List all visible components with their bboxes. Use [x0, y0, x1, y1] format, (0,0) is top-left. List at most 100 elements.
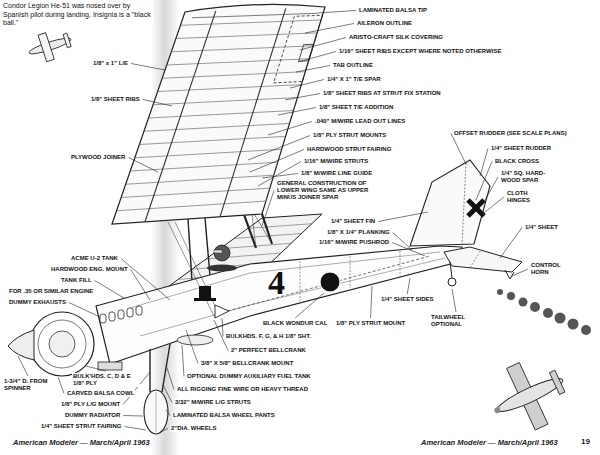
cowl-front: [49, 331, 75, 357]
callout-label: 1/4" X 1" T/E SPAR: [326, 76, 382, 83]
callout-label: TAILWHEEL OPTIONAL: [430, 314, 482, 328]
wing-rib: [171, 46, 313, 52]
callout-label: 1/4" SHEET SIDES: [380, 296, 435, 303]
leader-line: [128, 158, 158, 173]
leader-line: [268, 122, 312, 136]
pilot-goggles: [214, 250, 222, 253]
callout-label: 1/4" SHEET STRUT FAIRING: [40, 423, 123, 430]
lead-out-line: [175, 222, 215, 306]
small-plane-spinner: [493, 406, 501, 414]
callout-label: HARDWOOD ENG. MOUNT: [50, 266, 129, 273]
leader-line: [318, 11, 356, 14]
black-cross: [468, 200, 484, 216]
callout-label: FOR .35 OR SIMILAR ENGINE: [8, 288, 94, 295]
aileron-outline: [274, 15, 323, 83]
control-horn: [505, 270, 514, 279]
leader-line: [452, 289, 456, 312]
callout-label: 1/8" SHEET RIBS: [90, 96, 141, 103]
inset-wing: [38, 33, 54, 62]
page-number: 19: [580, 437, 591, 446]
smoke-puff: [519, 298, 528, 307]
leader-line: [69, 303, 100, 318]
leader-line: [500, 228, 522, 259]
wing-rib: [144, 123, 290, 131]
callout-label: OFFSET RUDDER (SEE SCALE PLANS): [453, 130, 568, 137]
photo-caption: Condor Legion He-51 was nosed over by Sp…: [3, 2, 153, 28]
leader-line: [121, 259, 170, 301]
callout-label: 3/32" M/WIRE L/G STRUTS: [174, 399, 252, 406]
page-footer: American Modeler — March/April 1963: [12, 438, 151, 447]
black-cross: [468, 200, 484, 216]
fuselage: [96, 246, 462, 364]
leader-line: [125, 427, 146, 431]
callout-label: AILERON OUTLINE: [356, 20, 413, 27]
leader-line: [262, 174, 298, 179]
leader-line: [371, 286, 372, 318]
callout-label: 3/8" X 5/8" BELLCRANK MOUNT: [200, 360, 294, 367]
wing-rib: [139, 136, 285, 144]
callout-label: TANK FILL: [60, 277, 93, 284]
leader-line: [186, 330, 198, 364]
cockpit-opening: [207, 265, 237, 272]
callout-label: 1/4" SHEET: [524, 224, 559, 231]
callout-label: BULKHDS. F, G, & H 1/8" SHT.: [225, 333, 312, 340]
callout-label: 1/8" x 1" L/E: [92, 60, 129, 67]
small-plane-tail: [549, 370, 565, 394]
stringer: [140, 258, 445, 336]
pilot-head: [214, 245, 230, 261]
wing-rib: [158, 85, 302, 92]
wing-rib: [117, 201, 266, 211]
callout-label: GENERAL CONSTRUCTION OF LOWER WING SAME …: [276, 180, 370, 201]
wing-rib: [153, 98, 297, 105]
leader-line: [512, 269, 528, 276]
callout-label: DUMMY RADIATOR: [64, 412, 121, 419]
leader-line: [290, 80, 324, 89]
bellcrank: [215, 305, 229, 318]
auxiliary-tank: [177, 335, 213, 345]
leader-line: [131, 64, 165, 71]
black-ball-insignia: [320, 272, 340, 292]
callout-label: BLACK WONDUR CAL: [262, 320, 328, 327]
smoke-puff: [581, 325, 591, 335]
wing-rib: [162, 72, 305, 79]
callout-label: ARISTO-CRAFT SILK COVERING: [348, 34, 444, 41]
smoke-puff: [507, 292, 515, 300]
smoke-puff: [568, 319, 579, 330]
leader-line: [166, 365, 174, 390]
top-hat-insignia: [194, 286, 216, 301]
wing-rib: [121, 188, 270, 197]
smoke-trail: [497, 289, 591, 335]
callout-label: 1/16" M/WIRE STRUTS: [303, 158, 369, 165]
wing-rib: [167, 59, 310, 65]
inset-tail: [63, 33, 71, 48]
wing-rib: [126, 175, 274, 184]
fin-rudder: [410, 160, 490, 246]
callout-label: BULK'HDS. C, D & E 1/8" PLY: [72, 373, 140, 387]
smoke-puff: [555, 313, 566, 324]
dummy-radiator: [98, 362, 122, 370]
leader-line: [123, 415, 143, 417]
callout-label: CARVED BALSA COWL: [66, 390, 135, 397]
smoke-puff: [497, 289, 503, 295]
wheel-pant: [144, 390, 168, 434]
leader-line: [86, 366, 106, 371]
callout-label: 1/4" SHEET RUDDER: [490, 145, 552, 152]
tailwheel: [448, 278, 456, 286]
page-footer: American Modeler — March/April 1963: [420, 438, 559, 447]
dummy-exhaust: [109, 312, 115, 321]
wing-rib: [248, 224, 312, 229]
leader-line: [480, 149, 488, 177]
rudder-hinge: [462, 163, 466, 245]
leader-line: [58, 377, 64, 394]
callout-label: HARDWOOD STRUT FAIRING: [306, 146, 392, 153]
callout-label: 2"DIA. WHEELS: [170, 425, 218, 432]
leader-line: [484, 177, 498, 202]
lead-out-line: [168, 222, 215, 318]
dummy-exhaust: [100, 314, 106, 323]
leader-line: [131, 270, 150, 301]
leader-line: [18, 356, 28, 376]
wing-rib: [149, 111, 294, 119]
inset-plane: [25, 26, 75, 66]
leader-line: [298, 52, 336, 63]
